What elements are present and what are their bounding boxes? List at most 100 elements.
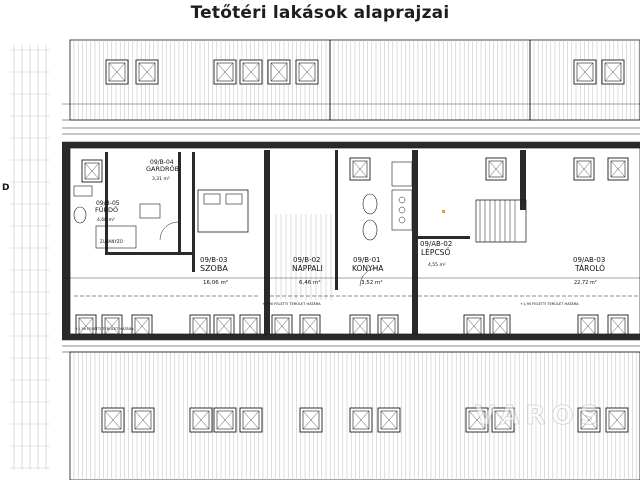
- roof-window-pane: [216, 62, 234, 82]
- roof-window-diagonal: [352, 410, 370, 430]
- roof-window-diagonal: [580, 410, 598, 430]
- roof-window-pane: [242, 62, 260, 82]
- room-name: FÜRDŐ: [95, 205, 118, 214]
- wall-segment: [418, 236, 470, 239]
- fixtures-layer: [73, 161, 640, 300]
- roof-window-pane: [134, 410, 152, 430]
- room-nappali-label: 09/B-02 NAPPALI 6,46 m²: [292, 256, 323, 286]
- room-gardrob-label: 09/B-04 GARDRÓB 3,31 m²: [146, 159, 179, 182]
- roof-window-diagonal: [610, 160, 626, 178]
- interior-outline: [69, 147, 640, 335]
- accent-marker: [442, 210, 445, 213]
- roof-window-pane: [468, 410, 486, 430]
- roof-window-pane: [488, 160, 504, 178]
- roof-window-diagonal: [242, 410, 260, 430]
- roof-window-diagonal: [302, 317, 318, 335]
- roof-window-diagonal: [608, 410, 626, 430]
- room-code: 09/B-05: [96, 200, 120, 207]
- roof-window-diagonal: [488, 160, 504, 178]
- staircase-outline: [475, 199, 527, 243]
- cooktop-burner: [398, 216, 406, 224]
- room-area: 3,31 m²: [152, 176, 170, 182]
- page-title: Tetőtéri lakások alaprajzai: [190, 3, 450, 23]
- roof-window-diagonal: [134, 317, 150, 335]
- wall-segment: [105, 152, 108, 252]
- room-code: 09/AB-03: [573, 256, 605, 264]
- roof-band-outline: [329, 39, 531, 121]
- wall-segment: [62, 142, 70, 340]
- roof-window-diagonal: [352, 317, 368, 335]
- room-konyha-label: 09/B-01 KONYHA 3,52 m²: [352, 256, 384, 286]
- walls-layer: [62, 142, 640, 340]
- wall-segment: [335, 150, 338, 290]
- height-line-note-mid: +1,90 FELETTI TERÜLET HATÁRA: [262, 301, 321, 306]
- shower-tray: [95, 225, 137, 249]
- chair: [362, 219, 378, 241]
- room-code: 09/AB-02: [420, 240, 452, 248]
- roof-window-diagonal: [610, 317, 626, 335]
- roof-window-diagonal: [492, 317, 508, 335]
- pillow: [225, 193, 243, 205]
- pillow: [203, 193, 221, 205]
- roof-window-pane: [270, 62, 288, 82]
- room-name: LÉPCSŐ: [421, 248, 450, 257]
- height-line-note-right: +1,90 FELETTI TERÜLET HATÁRA: [520, 301, 579, 306]
- roof-window-pane: [192, 410, 210, 430]
- roof-window-pane: [352, 160, 368, 178]
- washing-machine: [139, 203, 161, 219]
- room-area: 16,06 m²: [203, 279, 228, 286]
- roof-windows: [75, 59, 629, 433]
- roof-window-diagonal: [576, 62, 594, 82]
- room-name: KONYHA: [352, 264, 384, 273]
- roof-window-pane: [84, 162, 100, 180]
- roof-window-pane: [138, 62, 156, 82]
- roof-window-pane: [104, 410, 122, 430]
- cooktop-burner: [398, 196, 406, 204]
- roof-window-diagonal: [216, 317, 232, 335]
- roof-window-diagonal: [138, 62, 156, 82]
- roof-window-diagonal: [380, 317, 396, 335]
- roof-window-pane: [576, 160, 592, 178]
- roof-window-diagonal: [216, 62, 234, 82]
- room-code: 09/B-02: [293, 256, 321, 264]
- roof-window-diagonal: [298, 62, 316, 82]
- room-area: 3,52 m²: [361, 279, 383, 286]
- roof-window-diagonal: [242, 317, 258, 335]
- axis-marker: D: [2, 183, 9, 193]
- room-furdo-label: 09/B-05 FÜRDŐ 4,68 m²: [95, 200, 120, 223]
- roof-window-pane: [352, 410, 370, 430]
- room-area: 4,55 m²: [428, 262, 446, 268]
- roof-window-diagonal: [84, 162, 100, 180]
- wall-segment: [520, 150, 526, 210]
- roof-window-diagonal: [134, 410, 152, 430]
- room-name: NAPPALI: [292, 264, 323, 273]
- toilet: [73, 185, 93, 197]
- room-lepcso-label: 09/AB-02 LÉPCSŐ 4,55 m²: [420, 240, 452, 268]
- roof-window-diagonal: [604, 62, 622, 82]
- roof-window-pane: [216, 410, 234, 430]
- washbasin: [73, 206, 87, 224]
- roof-window-pane: [302, 410, 320, 430]
- roof-window-pane: [610, 160, 626, 178]
- zuhanyzo-label: ZUHANYZÓ: [100, 239, 123, 244]
- wall-segment: [192, 152, 195, 272]
- roof-window-diagonal: [104, 317, 120, 335]
- room-name: SZOBA: [200, 264, 228, 273]
- cooktop-burner: [398, 206, 406, 214]
- roof-window-pane: [580, 410, 598, 430]
- fridge: [391, 161, 413, 187]
- roof-window-pane: [298, 62, 316, 82]
- roof-window-diagonal: [242, 62, 260, 82]
- room-code: 09/B-04: [150, 159, 174, 166]
- roof-window-pane: [380, 410, 398, 430]
- roof-window-diagonal: [104, 410, 122, 430]
- watermark: VAROS: [475, 401, 604, 431]
- room-name: GARDRÓB: [146, 164, 179, 173]
- roof-window-pane: [608, 410, 626, 430]
- room-szoba-label: 09/B-03 SZOBA 16,06 m²: [200, 256, 228, 286]
- roof-window-diagonal: [302, 410, 320, 430]
- door-swing: [159, 221, 179, 241]
- roof-window-diagonal: [494, 410, 512, 430]
